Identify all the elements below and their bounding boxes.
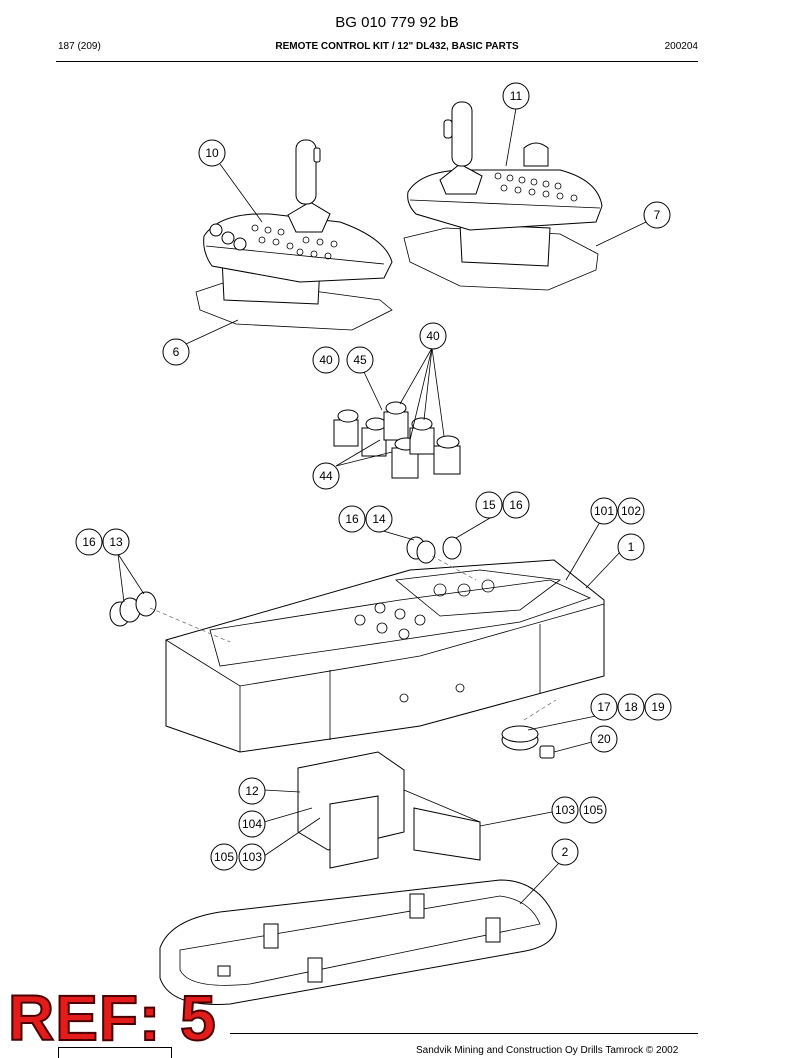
svg-text:15: 15: [482, 498, 496, 512]
mounting-bracket: [297, 751, 481, 869]
svg-text:1: 1: [628, 540, 635, 554]
svg-text:103: 103: [242, 850, 262, 864]
svg-text:105: 105: [583, 803, 603, 817]
svg-text:104: 104: [242, 817, 262, 831]
callout-19: 19: [644, 693, 672, 721]
svg-text:13: 13: [109, 535, 123, 549]
svg-text:45: 45: [353, 353, 367, 367]
svg-text:44: 44: [319, 469, 333, 483]
svg-text:12: 12: [245, 784, 259, 798]
bottom-cover: [159, 879, 557, 1005]
callout-16-left: 16: [75, 528, 103, 556]
joystick-unit-right: [403, 101, 603, 291]
svg-text:14: 14: [372, 512, 386, 526]
callout-103-left: 103: [238, 843, 266, 871]
callout-12: 12: [238, 777, 266, 805]
copyright-footer: Sandvik Mining and Construction Oy Drill…: [416, 1045, 679, 1056]
header-rule: [56, 61, 698, 62]
svg-text:40: 40: [426, 329, 440, 343]
callout-15: 15: [475, 491, 503, 519]
callout-13: 13: [102, 528, 130, 556]
callout-45: 45: [346, 346, 374, 374]
callout-7: 7: [643, 201, 671, 229]
callout-17: 17: [590, 693, 618, 721]
svg-text:10: 10: [205, 146, 219, 160]
svg-text:102: 102: [621, 504, 641, 518]
svg-text:18: 18: [624, 700, 638, 714]
svg-text:103: 103: [555, 803, 575, 817]
callout-6: 6: [162, 338, 190, 366]
document-id: BG 010 779 92 bB: [335, 14, 459, 31]
callout-104: 104: [238, 810, 266, 838]
svg-text:11: 11: [510, 89, 523, 103]
callout-18: 18: [617, 693, 645, 721]
callout-1: 1: [617, 533, 645, 561]
svg-text:7: 7: [654, 208, 661, 222]
main-enclosure: [165, 559, 605, 753]
plug-parts: [501, 725, 555, 759]
callout-40-left: 40: [312, 346, 340, 374]
svg-text:17: 17: [597, 700, 611, 714]
callout-11: 11: [502, 82, 530, 110]
svg-text:16: 16: [509, 498, 523, 512]
callout-102: 102: [617, 497, 645, 525]
footer-rule: [230, 1033, 698, 1034]
joystick-unit-left: [195, 139, 393, 331]
svg-text:6: 6: [173, 345, 180, 359]
callout-16-mid: 16: [338, 505, 366, 533]
callout-16-right: 16: [502, 491, 530, 519]
svg-text:101: 101: [594, 504, 614, 518]
callout-105-right: 105: [579, 796, 607, 824]
callout-40-top: 40: [419, 322, 447, 350]
callout-103-right: 103: [551, 796, 579, 824]
revision-date: 200204: [664, 41, 698, 52]
callout-44: 44: [312, 462, 340, 490]
cable-glands: [109, 536, 462, 627]
leader-lines: [117, 107, 647, 905]
page-title: REMOTE CONTROL KIT / 12" DL432, BASIC PA…: [275, 41, 519, 52]
callout-101: 101: [590, 497, 618, 525]
callout-14: 14: [365, 505, 393, 533]
svg-text:105: 105: [214, 850, 234, 864]
callout-20: 20: [590, 725, 618, 753]
svg-text:2: 2: [562, 845, 569, 859]
callout-10: 10: [198, 139, 226, 167]
svg-text:40: 40: [319, 353, 333, 367]
ref-stamp: REF: 5: [7, 982, 217, 1054]
svg-text:19: 19: [651, 700, 665, 714]
pushbutton-group: [333, 401, 461, 479]
callout-105-left: 105: [210, 843, 238, 871]
svg-text:20: 20: [597, 732, 611, 746]
page-number: 187 (209): [58, 41, 101, 52]
svg-text:16: 16: [82, 535, 96, 549]
callout-2: 2: [551, 838, 579, 866]
svg-text:16: 16: [345, 512, 359, 526]
